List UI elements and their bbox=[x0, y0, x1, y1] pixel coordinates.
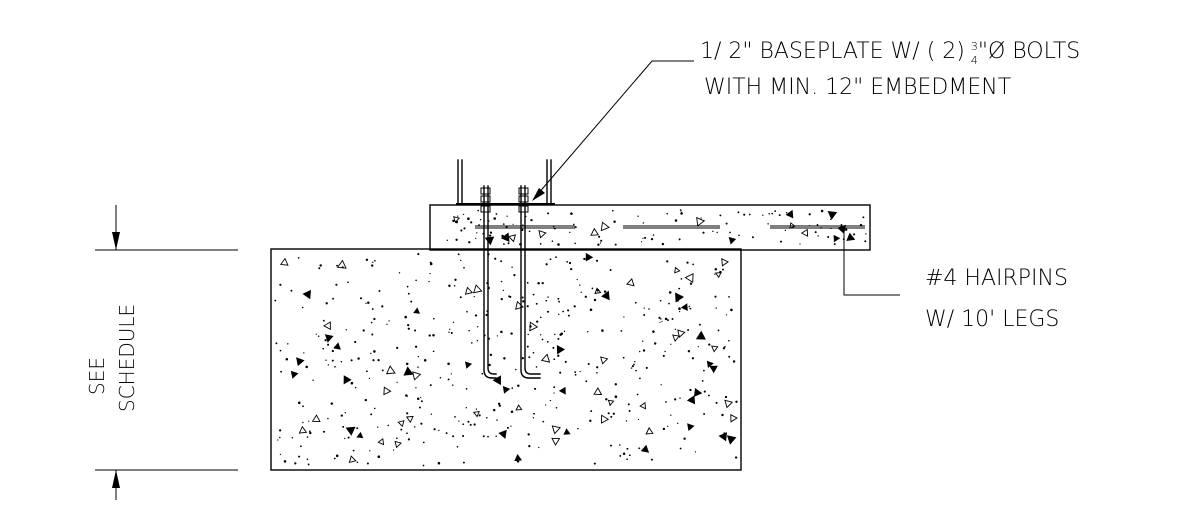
hairpin-rebars bbox=[475, 225, 865, 229]
concrete-footing bbox=[270, 248, 742, 471]
baseplate-note-line2: WITH MIN. 12" EMBEDMENT bbox=[704, 75, 1011, 100]
dimension-text-see: SEE bbox=[85, 357, 109, 395]
concrete-stipple bbox=[274, 209, 867, 467]
anchor-bolt-right bbox=[518, 185, 541, 379]
column-base bbox=[456, 159, 555, 205]
anchor-bolt-left bbox=[480, 185, 497, 379]
concrete-slab bbox=[429, 204, 871, 251]
hairpin-note-line2: W/ 10' LEGS bbox=[925, 307, 1059, 332]
depth-dimension bbox=[95, 205, 238, 500]
hairpin-leader bbox=[843, 233, 900, 296]
dimension-text-schedule: SCHEDULE bbox=[115, 304, 139, 412]
baseplate-leader bbox=[532, 60, 694, 201]
hairpin-note-line1: #4 HAIRPINS bbox=[925, 266, 1068, 291]
